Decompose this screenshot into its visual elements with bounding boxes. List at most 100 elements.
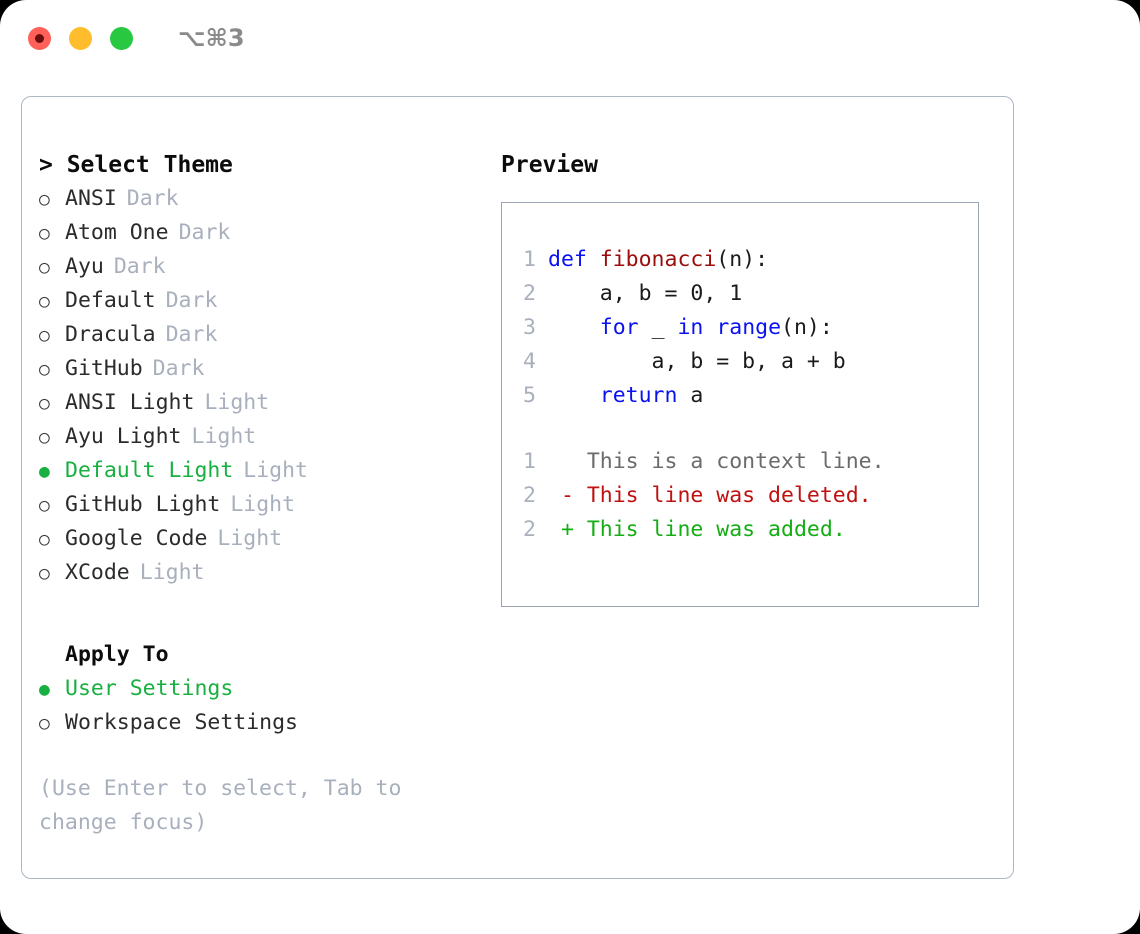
code-plain	[548, 315, 600, 340]
hint-gap	[39, 740, 499, 772]
line-number: 1	[523, 247, 536, 272]
line-number: 4	[523, 349, 536, 374]
radio-unselected-icon: ○	[39, 427, 50, 448]
theme-option-kind: Dark	[113, 254, 166, 279]
theme-option-label: Ayu	[65, 254, 104, 279]
line-number: 2	[523, 483, 536, 508]
code-plain: _	[638, 315, 678, 340]
close-button-icon[interactable]	[28, 26, 51, 50]
theme-option-kind: Light	[139, 560, 205, 585]
preview-heading: Preview	[501, 152, 598, 178]
diff-line-text: + This line was added.	[548, 517, 846, 542]
theme-option-kind: Dark	[178, 220, 231, 245]
radio-unselected-icon: ○	[39, 189, 50, 210]
apply-option-label: Workspace Settings	[65, 710, 298, 735]
code-line-text: a, b = 0, 1	[548, 277, 742, 311]
code-plain: (n):	[716, 247, 769, 272]
code-line: 4 a, b = b, a + b	[502, 345, 978, 379]
theme-option-google-code[interactable]: ○ Google Code Light	[39, 522, 499, 556]
titlebar: ⌥⌘3	[0, 0, 1140, 76]
theme-option-kind: Light	[204, 390, 270, 415]
diff-line-text: This is a context line.	[548, 449, 885, 474]
code-plain: (n):	[781, 315, 833, 340]
theme-option-label: Google Code	[65, 526, 208, 551]
code-keyword: for	[599, 315, 639, 340]
code-plain	[548, 383, 600, 408]
line-number: 1	[523, 449, 536, 474]
theme-option-label: Default	[65, 288, 156, 313]
line-number: 2	[523, 517, 536, 542]
select-theme-heading: > Select Theme	[39, 152, 233, 178]
zoom-button-icon[interactable]	[110, 26, 133, 50]
code-plain	[703, 315, 716, 340]
theme-option-label: ANSI	[65, 186, 117, 211]
theme-option-kind: Dark	[126, 186, 179, 211]
theme-option-label: Dracula	[65, 322, 156, 347]
apply-option-label: User Settings	[65, 676, 234, 701]
code-line: 2 a, b = 0, 1	[502, 277, 978, 311]
theme-option-xcode[interactable]: ○ XCode Light	[39, 556, 499, 590]
radio-unselected-icon: ○	[39, 223, 50, 244]
theme-option-label: ANSI Light	[65, 390, 195, 415]
theme-option-label: Default Light	[65, 458, 234, 483]
code-keyword: range	[716, 315, 782, 340]
line-number: 5	[523, 383, 536, 408]
theme-option-ansi[interactable]: ○ ANSI Dark	[39, 182, 499, 216]
theme-option-label: XCode	[65, 560, 130, 585]
code-line-text: def fibonacci(n):	[548, 243, 768, 277]
code-function-name: fibonacci	[599, 247, 717, 272]
code-keyword: return	[599, 383, 678, 408]
code-plain: a, b = b, a + b	[548, 349, 846, 374]
radio-unselected-icon: ○	[39, 563, 50, 584]
code-line-text: for _ in range(n):	[548, 311, 833, 345]
theme-option-kind: Light	[243, 458, 309, 483]
code-plain: a	[677, 383, 704, 408]
window-controls	[28, 26, 133, 50]
radio-unselected-icon: ○	[39, 393, 50, 414]
radio-unselected-icon: ○	[39, 291, 50, 312]
code-plain: a, b = 0, 1	[548, 281, 743, 306]
keyboard-hint-text: (Use Enter to select, Tab to change focu…	[39, 776, 402, 835]
code-line: 3 for _ in range(n):	[502, 311, 978, 345]
diff-line-added: 2 + This line was added.	[502, 513, 978, 547]
apply-option-user-settings[interactable]: ● User Settings	[39, 672, 499, 706]
theme-option-label: GitHub Light	[65, 492, 221, 517]
theme-option-kind: Light	[217, 526, 283, 551]
radio-selected-icon: ●	[39, 679, 50, 700]
recording-indicator-icon	[35, 33, 44, 43]
apply-to-list: ● User Settings ○ Workspace Settings	[39, 672, 499, 740]
code-keyword: in	[677, 315, 704, 340]
radio-unselected-icon: ○	[39, 713, 50, 734]
theme-option-label: GitHub	[65, 356, 143, 381]
radio-unselected-icon: ○	[39, 325, 50, 346]
theme-option-label: Atom One	[65, 220, 169, 245]
diff-sample: 1 This is a context line.2 - This line w…	[502, 445, 978, 547]
apply-option-workspace-settings[interactable]: ○ Workspace Settings	[39, 706, 499, 740]
diff-line-context: 1 This is a context line.	[502, 445, 978, 479]
keyboard-shortcut-label: ⌥⌘3	[178, 24, 245, 52]
theme-option-ansi-light[interactable]: ○ ANSI Light Light	[39, 386, 499, 420]
theme-option-atom-one[interactable]: ○ Atom One Dark	[39, 216, 499, 250]
minimize-button-icon[interactable]	[69, 26, 92, 50]
apply-to-heading: Apply To	[65, 642, 169, 667]
code-line-text: return a	[548, 379, 704, 413]
theme-option-kind: Light	[191, 424, 257, 449]
list-gap	[39, 590, 499, 638]
code-line: 1 def fibonacci(n):	[502, 243, 978, 277]
code-line-text: a, b = b, a + b	[548, 345, 846, 379]
radio-unselected-icon: ○	[39, 529, 50, 550]
